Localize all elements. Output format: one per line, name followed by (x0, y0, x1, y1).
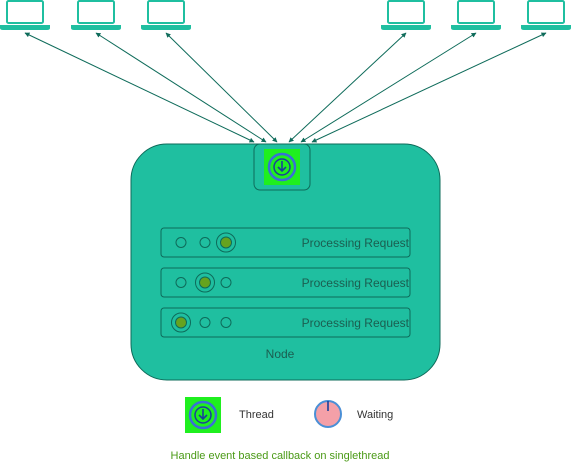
request-row: Processing Request (160, 307, 411, 338)
legend-thread-label: Thread (239, 409, 274, 421)
thread-icon (264, 149, 300, 185)
connection-arrow (95, 32, 267, 143)
connection-arrow (311, 32, 547, 143)
idle-indicator (175, 237, 187, 248)
legend-waiting-label: Waiting (357, 409, 393, 421)
connection-arrow (24, 32, 255, 143)
active-indicator (195, 272, 215, 293)
request-label: Processing Request (302, 276, 410, 290)
laptop-icon (0, 0, 50, 30)
clients (0, 0, 571, 30)
request-row: Processing Request (160, 227, 411, 258)
idle-indicator (220, 317, 232, 328)
node-label: Node (266, 347, 295, 361)
laptop-icon (141, 0, 191, 30)
thread-icon (185, 397, 221, 433)
idle-indicator (220, 277, 232, 288)
waiting-icon (314, 400, 342, 428)
request-label: Processing Request (302, 236, 410, 250)
laptop-icon (71, 0, 121, 30)
active-indicator (171, 312, 191, 333)
active-indicator (216, 232, 236, 253)
request-row: Processing Request (160, 267, 411, 298)
connection-arrow (165, 32, 278, 143)
request-label: Processing Request (302, 316, 410, 330)
legend: Thread Waiting (185, 397, 393, 433)
caption: Handle event based callback on singlethr… (171, 450, 390, 462)
idle-indicator (175, 277, 187, 288)
laptop-icon (451, 0, 501, 30)
idle-indicator (199, 237, 211, 248)
laptop-icon (381, 0, 431, 30)
connections (24, 32, 547, 143)
idle-indicator (199, 317, 211, 328)
laptop-icon (521, 0, 571, 30)
